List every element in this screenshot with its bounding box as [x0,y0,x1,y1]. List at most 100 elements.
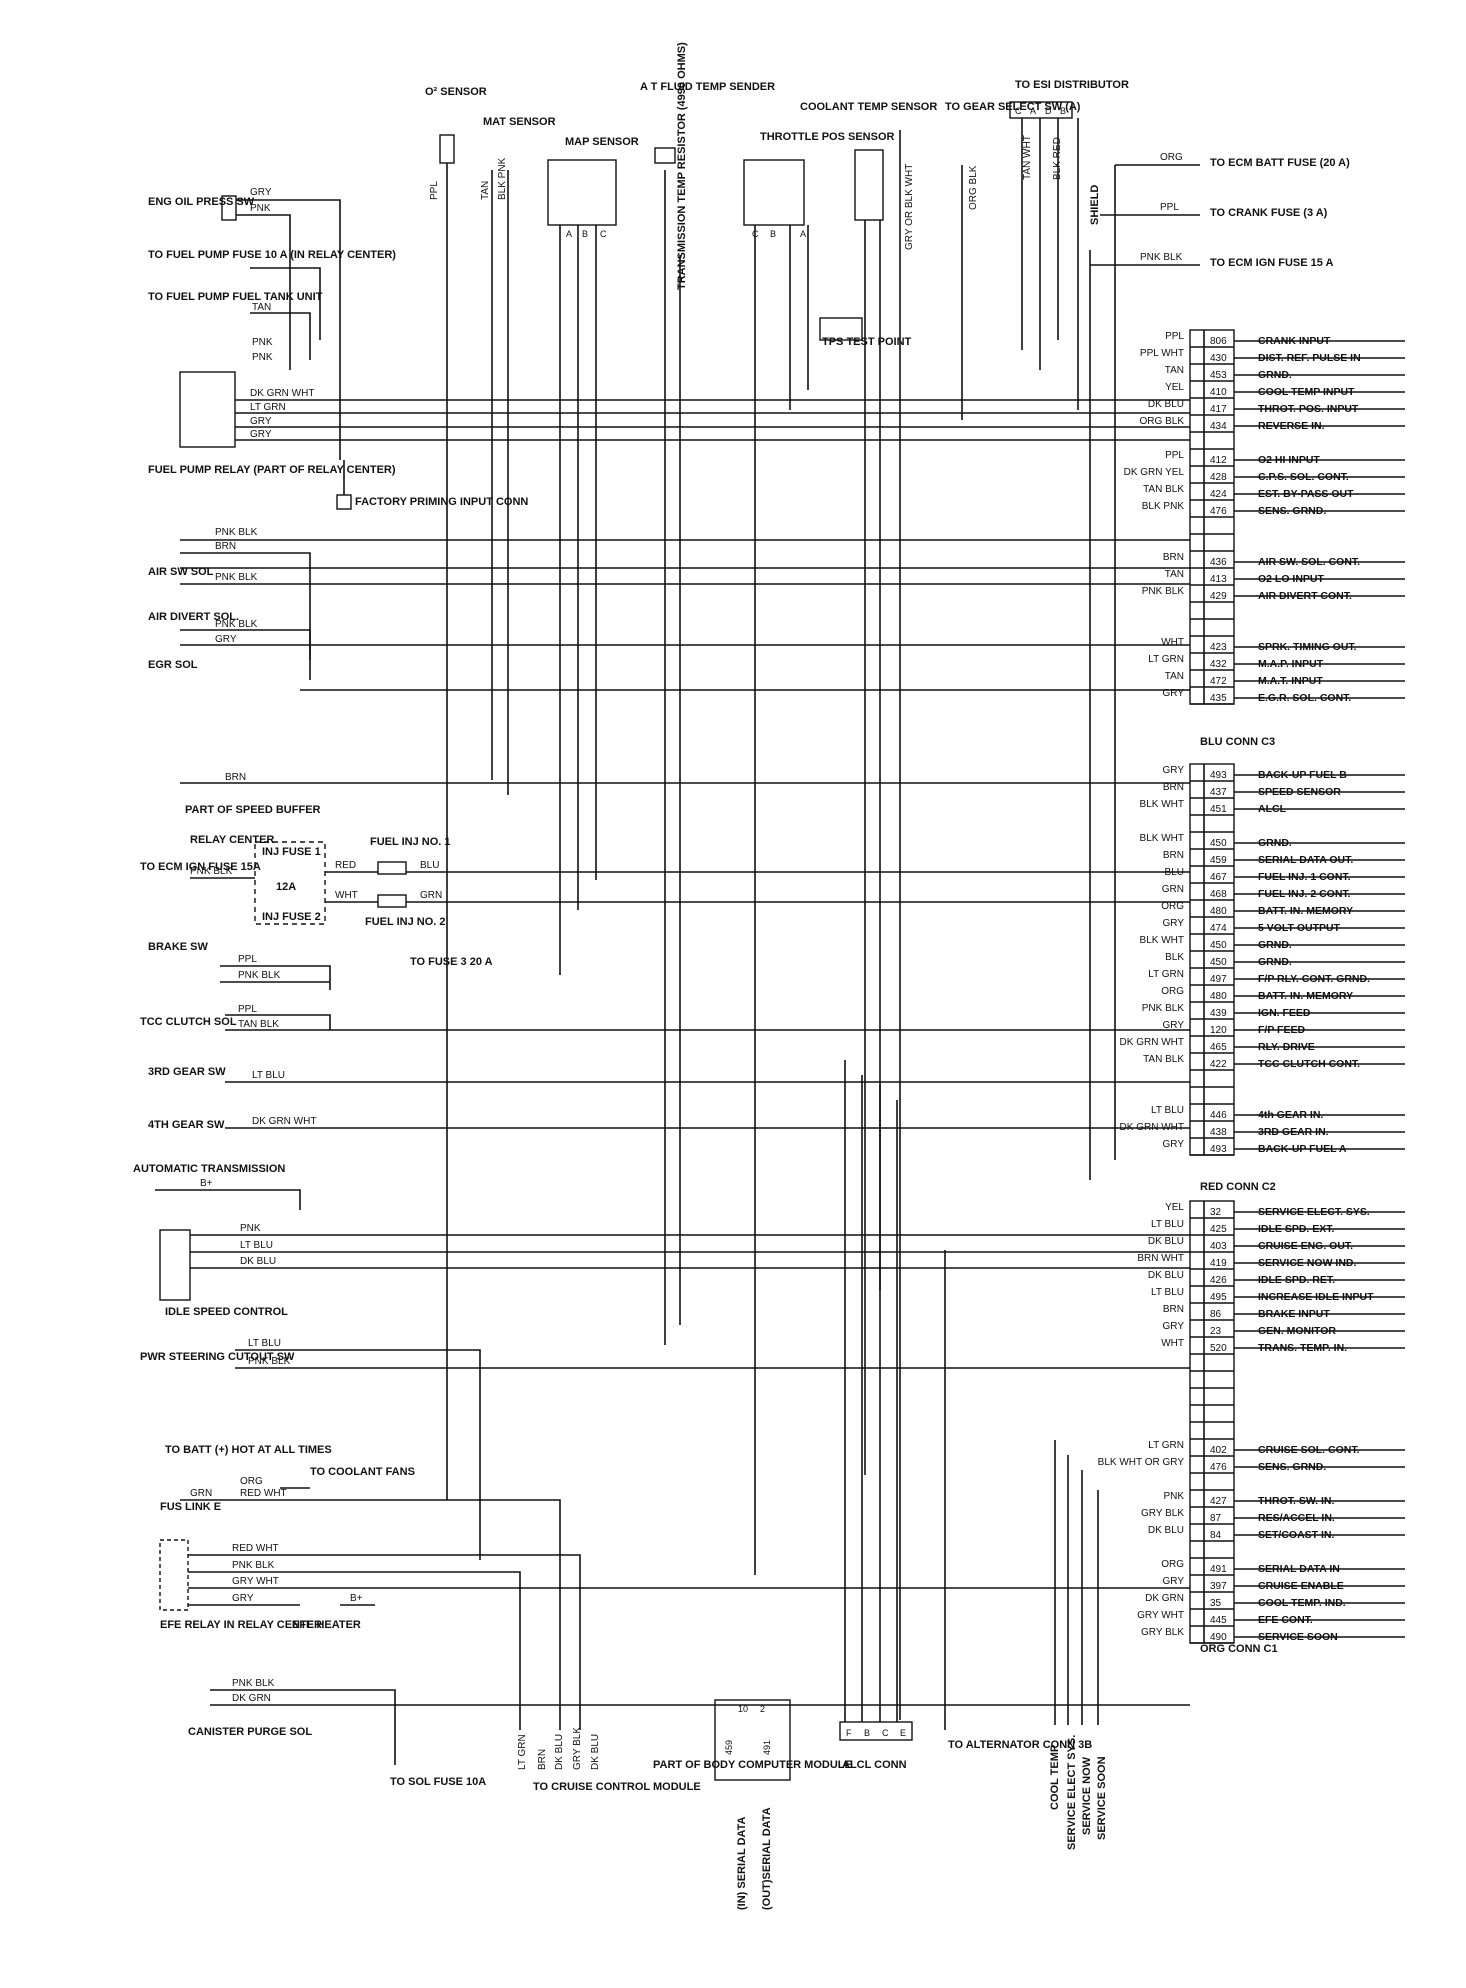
ecm-wire-color: ORG BLK [1140,416,1185,427]
ecm-wire-color: LT GRN [1148,654,1184,665]
third-gear-sw-label: 3RD GEAR SW [148,1066,226,1078]
wire-ppl-tcc: PPL [238,1004,257,1015]
ecm-circuit-number: 465 [1210,1042,1227,1053]
wire-dk-blu-cruise: DK BLU [554,1734,565,1770]
esi-pin-b: B [1060,106,1066,116]
tcc-clutch-sol-label: TCC CLUTCH SOL [140,1016,237,1028]
wire-gry-blk-cruise: GRY BLK [572,1727,583,1770]
blu-conn-label: BLU CONN C3 [1200,736,1275,748]
alcl-pin-b: B [864,1728,870,1738]
throttle-pos-label: THROTTLE POS SENSOR [760,131,895,143]
ecm-wire-color: GRY [1163,918,1185,929]
efe-relay-label: EFE RELAY IN RELAY CENTER [160,1619,322,1631]
mat-sensor-label: MAT SENSOR [483,116,556,128]
at-fluid-temp-label: A T FLUID TEMP SENDER [640,81,775,93]
wire-pnk-blk-pwr: PNK BLK [248,1356,291,1367]
ecm-wire-color: BLK PNK [1142,501,1185,512]
ecm-terminal-function: TCC CLUTCH CONT. [1258,1058,1360,1070]
ecm-wire-color: BLK WHT [1140,799,1184,810]
ecm-terminal-function: EST. BY-PASS OUT [1258,488,1354,500]
ecm-terminal-function: O2 HI INPUT [1258,454,1320,466]
ecm-circuit-number: 439 [1210,1008,1227,1019]
gear-select-label: TO GEAR SELECT SW (A) [945,101,1081,113]
ecm-circuit-number: 493 [1210,770,1227,781]
ecm-wire-color: BLU [1165,867,1184,878]
wire-pnk-isc: PNK [240,1223,261,1234]
ecm-terminal-function: IDLE SPD. RET. [1258,1274,1335,1286]
wire-dk-grn-wht-relay: DK GRN WHT [250,388,314,399]
esi-pin-c: C [1015,106,1022,116]
lower-left-wires [180,1234,1190,1765]
ecm-circuit-number: 434 [1210,421,1227,432]
ecm-terminal-function: SERIAL DATA IN [1258,1563,1340,1575]
ecm-circuit-number: 426 [1210,1275,1227,1286]
ecm-terminal-function: C.P.S. SOL. CONT. [1258,471,1349,483]
wire-pnk-blk-air2: PNK BLK [215,572,258,583]
ecm-wire-color: DK BLU [1148,1236,1184,1247]
ecm-circuit-number: 437 [1210,787,1227,798]
wire-gry-wht-efe: GRY WHT [232,1576,279,1587]
relay-center-label: RELAY CENTER [190,834,274,846]
ecm-terminal-function: SPEED SENSOR [1258,786,1341,798]
fuel-pump-fuse-label: TO FUEL PUMP FUSE 10 A (IN RELAY CENTER) [148,249,396,261]
wire-blk-red-esi: BLK RED [1052,137,1063,180]
ecm-terminal-function: AIR SW. SOL. CONT. [1258,556,1360,568]
ecm-wire-color: DK GRN [1145,1593,1184,1604]
ecm-wire-color: BLK WHT [1140,833,1184,844]
inj-fuse-box [254,841,326,925]
to-alternator-label: TO ALTERNATOR CONN 3B [948,1739,1092,1751]
wire-dk-grn-yel-canister: DK GRN [232,1693,271,1704]
ecm-wire-color: ORG [1161,1559,1184,1570]
wire-org-fans: ORG [240,1476,263,1487]
wire-pnk-relay-2: PNK [252,352,273,363]
wire-tan-blk-tcc: TAN BLK [238,1019,279,1030]
ecm-terminal-function: GRND. [1258,956,1292,968]
ecm-terminal-function: CRUISE ENG. OUT. [1258,1240,1353,1252]
ecm-terminal-function: RES/ACCEL IN. [1258,1512,1335,1524]
inj-fuse-1-label: INJ FUSE 1 [262,846,321,858]
ecm-wire-color: TAN [1165,365,1184,376]
ecm-wire-color: GRY BLK [1141,1508,1184,1519]
service-soon-label: SERVICE SOON [1096,1756,1108,1840]
ecm-wire-color: GRY [1163,688,1185,699]
top-sensor-wires [446,118,1116,1720]
wire-grn-inj: GRN [420,890,442,901]
wire-b-plus-trans: B+ [200,1178,213,1189]
o2-sensor-symbol [439,134,455,164]
ecm-circuit-number: 451 [1210,804,1227,815]
trans-resistor-label: TRANSMISSION TEMP RESISTOR (4990 OHMS) [676,42,688,290]
to-crank-fuse-label: TO CRANK FUSE (3 A) [1210,207,1328,219]
wire-pnk-blk-divert: PNK BLK [215,619,258,630]
ecm-circuit-number: 438 [1210,1127,1227,1138]
ecm-terminal-function: GRND. [1258,369,1292,381]
bcm-pin-10: 10 [738,1704,748,1714]
ecm-circuit-number: 476 [1210,1462,1227,1473]
wire-lt-blu-pwr: LT BLU [248,1338,281,1349]
ecm-wire-color: LT GRN [1148,1440,1184,1451]
ecm-terminal-function: FUEL INJ. 1 CONT. [1258,871,1351,883]
esi-pin-d: D [1045,106,1052,116]
ecm-terminal-function: RLY. DRIVE [1258,1041,1315,1053]
wire-pnk-relay-1: PNK [252,337,273,348]
ecm-terminal-function: BRAKE INPUT [1258,1308,1330,1320]
org-conn-label: ORG CONN C1 [1200,1643,1278,1655]
coolant-sensor-symbol [854,149,884,221]
to-cruise-module-label: TO CRUISE CONTROL MODULE [533,1781,701,1793]
ecm-terminal-function: THROT. POS. INPUT [1258,403,1359,415]
fus-link-label: FUS LINK E [160,1501,221,1513]
ecm-circuit-number: 412 [1210,455,1227,466]
ecm-wire-color: DK GRN WHT [1120,1122,1184,1133]
tps-box [743,159,805,226]
ecm-terminal-function: BATT. IN. MEMORY [1258,905,1353,917]
wire-wht-inj: WHT [335,890,358,901]
wire-red-inj: RED [335,860,356,871]
alcl-pin-f: F [846,1728,852,1738]
to-sol-fuse-label: TO SOL FUSE 10A [390,1776,486,1788]
ecm-circuit-number: 428 [1210,472,1227,483]
ecm-circuit-number: 467 [1210,872,1227,883]
ecm-terminal-function: SENS. GRND. [1258,1461,1326,1473]
ecm-terminal-function: BACK-UP FUEL A [1258,1143,1347,1155]
wire-lt-grn-relay: LT GRN [250,402,286,413]
